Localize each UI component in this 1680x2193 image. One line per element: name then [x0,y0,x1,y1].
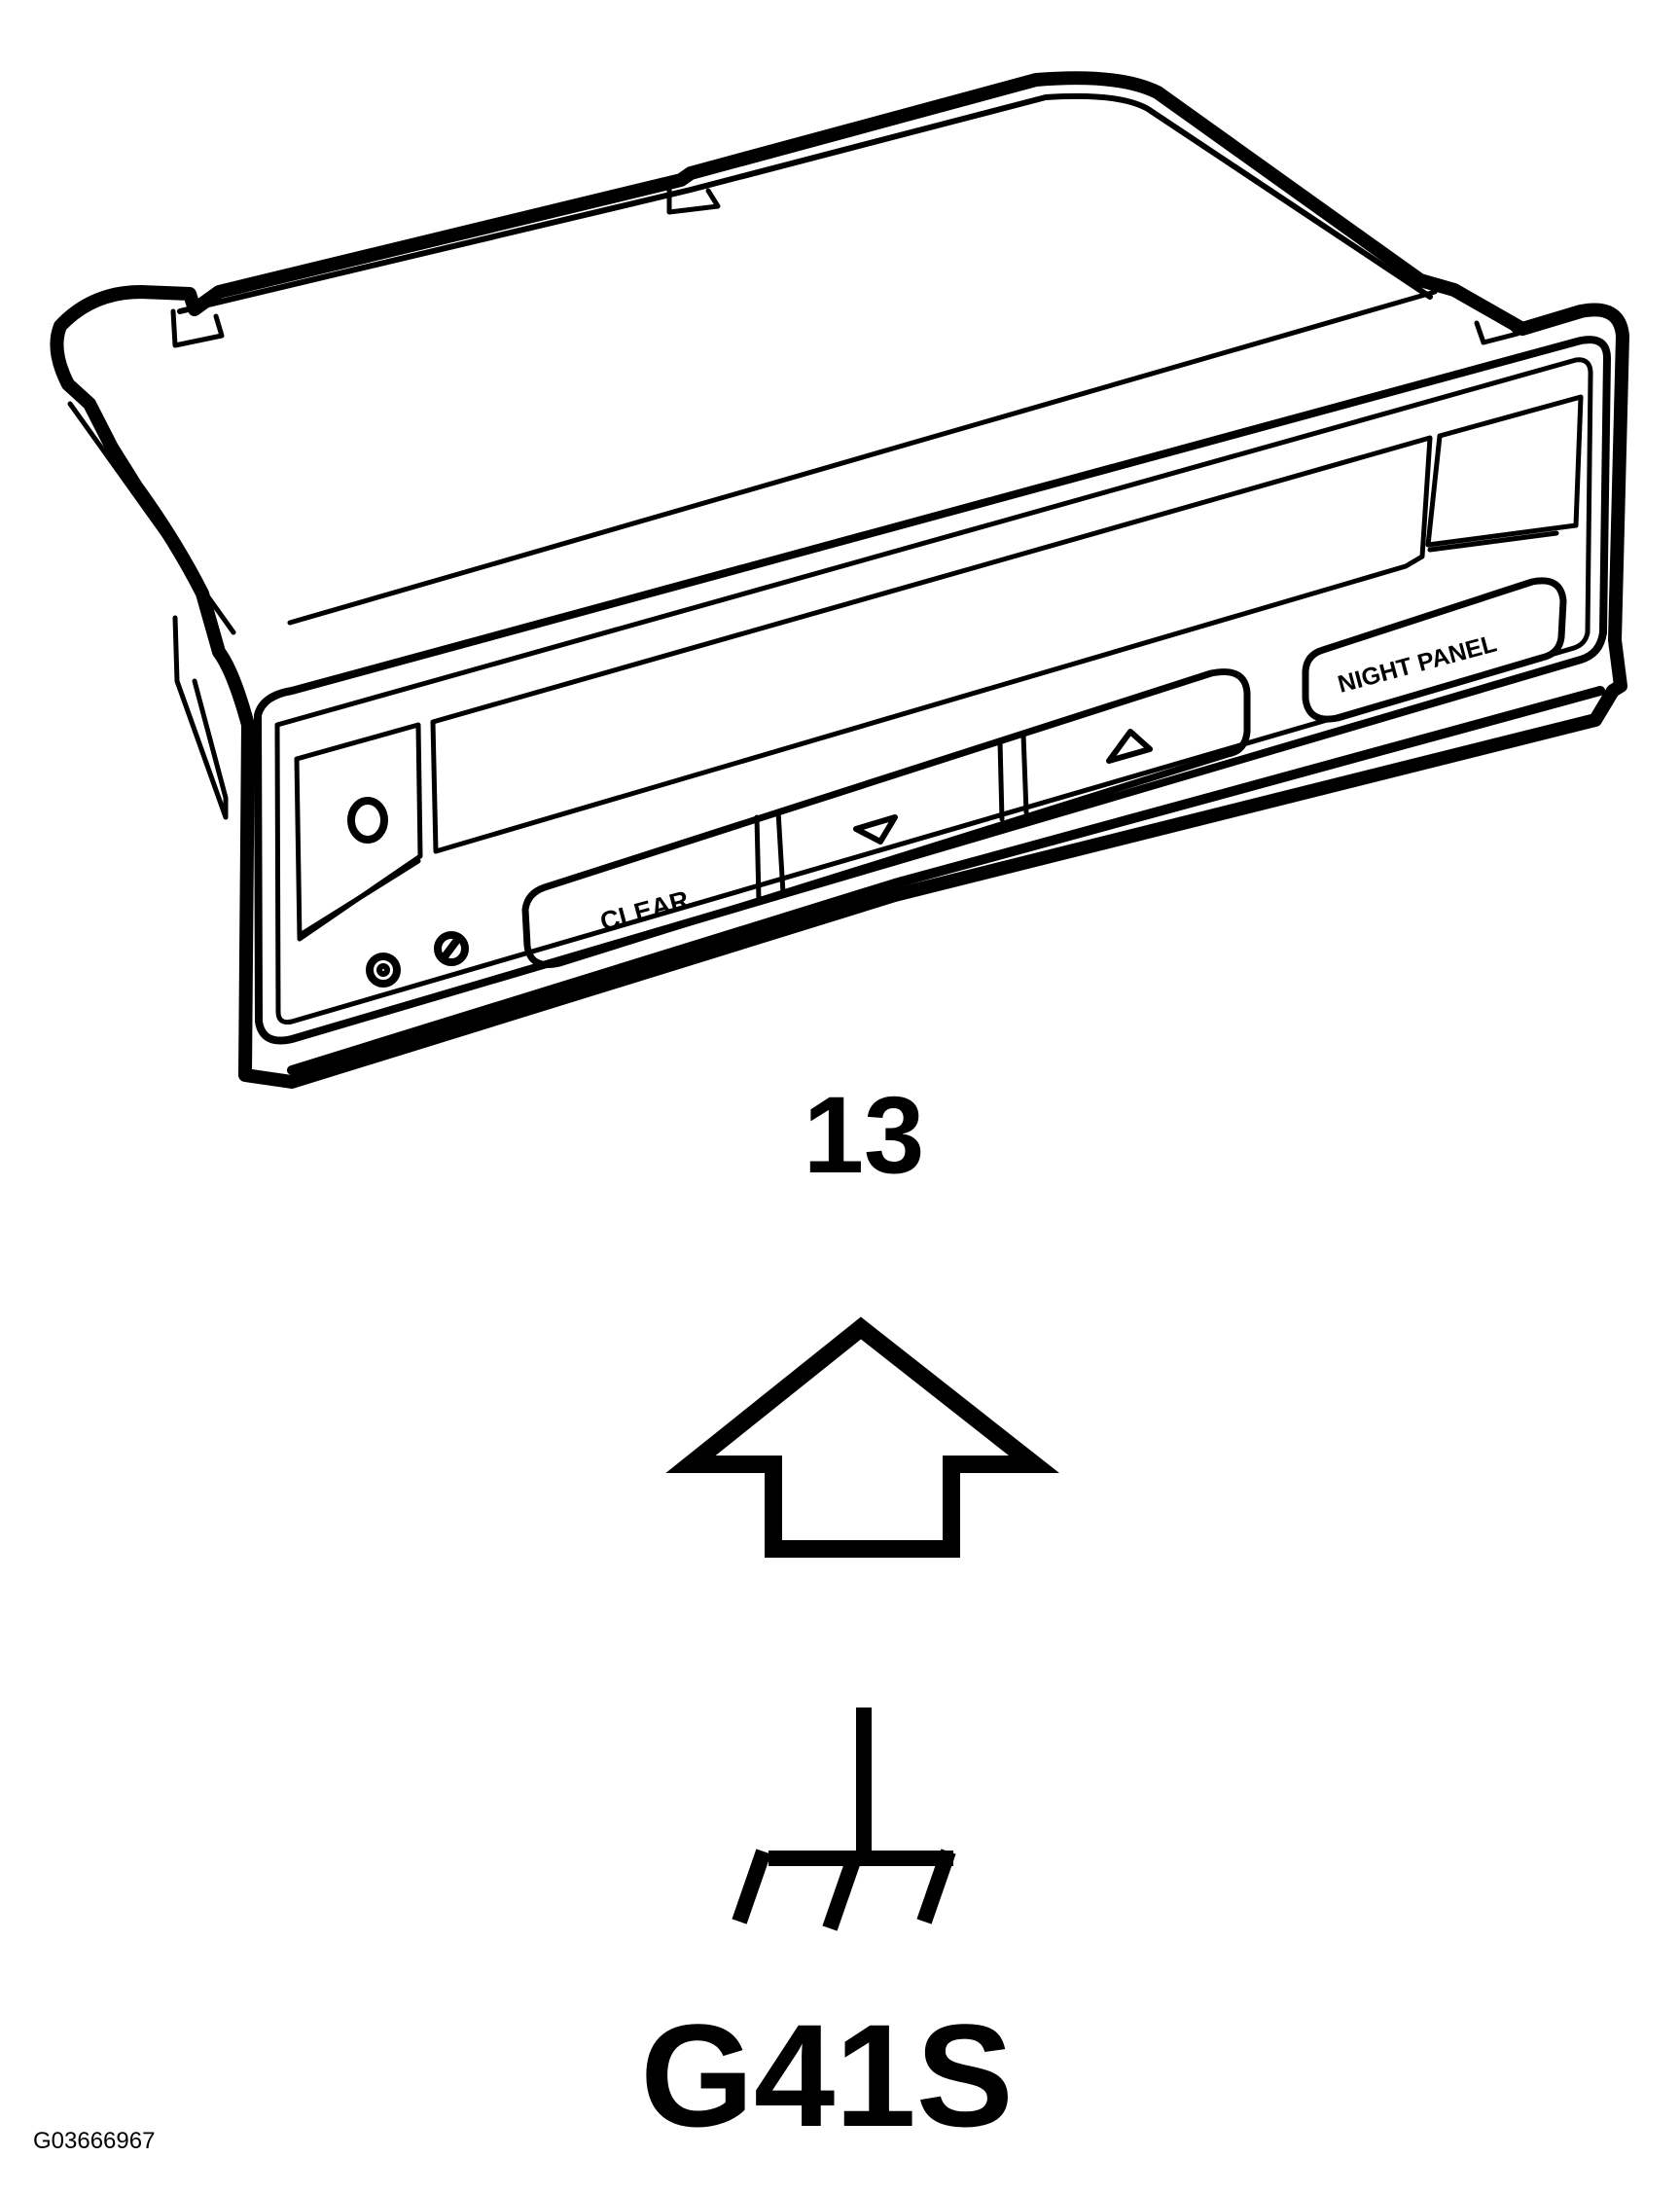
housing-side-line [67,401,236,635]
bezel-inner-frame [274,357,1593,1025]
ground-symbol-icon [732,1708,956,1931]
ground-label: G41S [640,1994,1014,2157]
button-bar-outline [521,668,1251,968]
down-arrow-icon [853,814,898,845]
left-window-divider [299,858,421,937]
connector-number: 13 [804,1074,925,1196]
bezel-outer-frame [254,336,1611,1045]
button-divider-1 [754,814,762,903]
module-housing-outline [50,71,1629,1089]
knob-left-center [376,963,390,977]
direction-arrow-icon [665,1316,1060,1558]
knob-left [366,953,401,988]
ground-hatch-1 [732,1849,771,1924]
left-indicator-window [294,722,423,942]
right-window-underline [1427,530,1559,553]
button-divider-2 [775,809,786,896]
top-clip-right [1474,318,1520,345]
adjust-knobs [366,931,469,988]
housing-rear-edge [287,289,1438,626]
dic-module-illustration [50,71,1629,1089]
indicator-lamp [347,797,388,844]
knob-right [434,931,469,966]
top-clip-left [170,308,225,348]
housing-top-edge [177,92,1433,314]
housing-side-tab [172,615,229,820]
top-clip-center [666,187,721,215]
button-divider-3 [997,738,1005,822]
ground-hatch-2 [822,1855,862,1931]
module-base-line [287,686,1605,1075]
main-display-window [430,435,1433,854]
night-panel-button-outline [1302,577,1567,723]
up-arrow-icon [1106,729,1153,764]
knob-right-mark [442,936,461,959]
button-divider-4 [1020,732,1029,815]
right-display-window [1425,394,1584,548]
figure-id: G03666967 [33,2128,155,2154]
ground-hatch-3 [916,1849,956,1924]
